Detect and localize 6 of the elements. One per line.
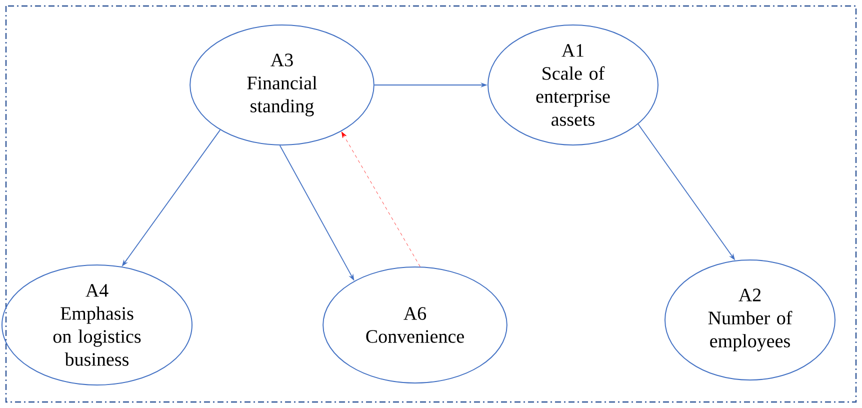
ellipse-node: A1 Scale of enterprise assets [488, 24, 658, 146]
ellipse-node: A2 Number of employees [664, 260, 836, 380]
ellipse-node: A3 Financial standing [190, 24, 374, 146]
arrow [341, 132, 420, 267]
ellipse-node: A4 Emphasis on logistics business [2, 264, 192, 386]
ellipse-node: A6 Convenience [322, 266, 508, 384]
